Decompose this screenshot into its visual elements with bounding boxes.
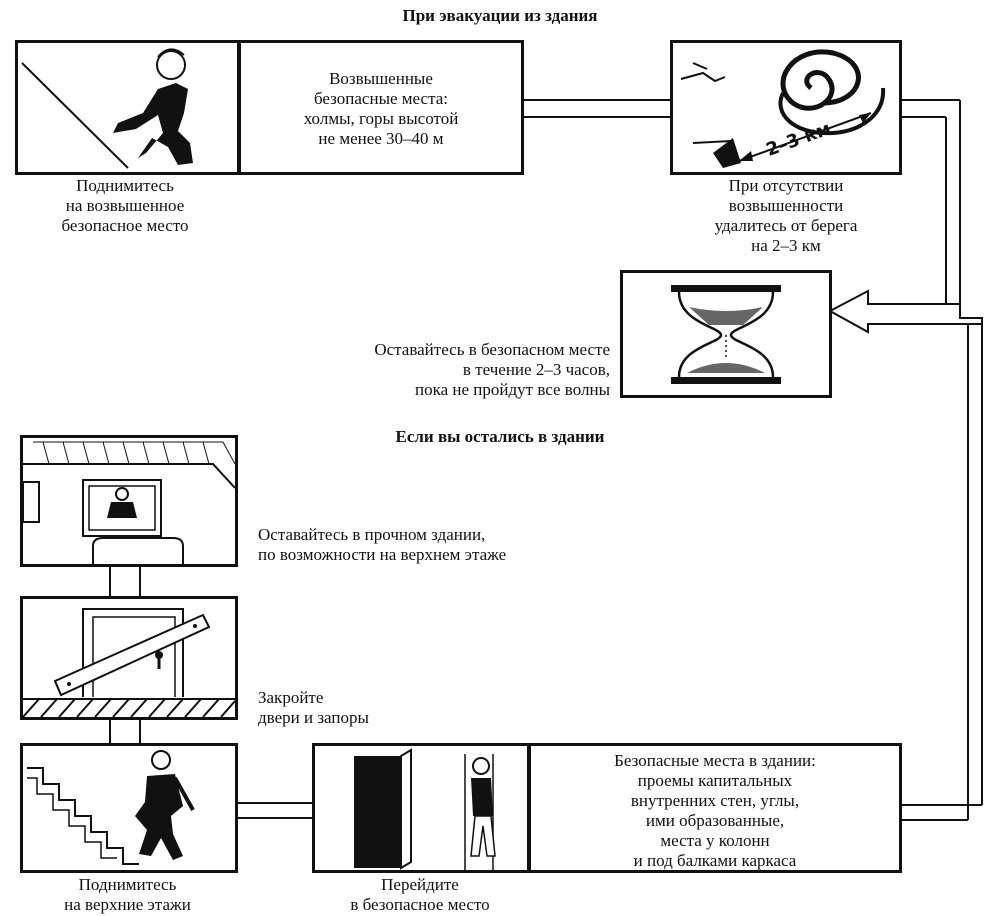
climb-upper-caption: Поднимитесь на верхние этажи — [5, 875, 250, 915]
person-stairs-icon — [27, 750, 195, 865]
wave-panel: 2–3 км — [670, 40, 902, 175]
text-line: безопасные места: — [314, 89, 448, 108]
caption-line: Поднимитесь — [76, 176, 174, 195]
person-climbing-slope-icon — [21, 48, 193, 169]
caption-line: Оставайтесь в прочном здании, — [258, 525, 486, 544]
building-window-icon — [22, 441, 236, 564]
caption-line: на возвышенное — [65, 196, 185, 215]
hourglass-panel — [620, 270, 832, 398]
no-hill-caption: При отсутствии возвышенности удалитесь о… — [650, 176, 922, 256]
safe-places-text: Безопасные места в здании: проемы капита… — [531, 751, 899, 871]
hourglass-icon — [671, 285, 781, 384]
text-line: проемы капитальных — [637, 771, 793, 790]
caption-line: пока не пройдут все волны — [415, 380, 610, 399]
door-panel — [20, 596, 238, 720]
caption-line: возвышенности — [728, 196, 844, 215]
text-line: места у колонн — [660, 831, 770, 850]
heading-evacuation: При эвакуации из здания — [402, 6, 598, 25]
caption-line: на 2–3 км — [751, 236, 821, 255]
text-line: Безопасные места в здании: — [614, 751, 816, 770]
high-places-panel: Возвышенные безопасные места: холмы, гор… — [238, 40, 524, 175]
text-line: холмы, горы высотой — [303, 109, 459, 128]
caption-line: удалитесь от берега — [714, 216, 858, 235]
high-places-text: Возвышенные безопасные места: холмы, гор… — [241, 69, 521, 149]
close-doors-caption: Закройте двери и запоры — [258, 688, 369, 728]
text-line: и под балками каркаса — [633, 851, 797, 870]
stairs-panel — [20, 743, 238, 873]
heading-stay-in-building: Если вы остались в здании — [395, 427, 605, 446]
doorway-panel — [312, 743, 530, 873]
climb-hill-panel — [15, 40, 240, 175]
text-line: не менее 30–40 м — [318, 129, 444, 148]
climb-high-caption: Поднимитесь на возвышенное безопасное ме… — [5, 176, 245, 236]
caption-line: Перейдите — [381, 875, 459, 894]
text-line: Возвышенные — [329, 69, 433, 88]
caption-line: в течение 2–3 часов, — [462, 360, 610, 379]
person-doorway-icon — [354, 748, 496, 870]
caption-line: по возможности на верхнем этаже — [258, 545, 507, 564]
caption-line: Оставайтесь в безопасном месте — [374, 340, 610, 359]
safe-places-panel: Безопасные места в здании: проемы капита… — [528, 743, 902, 873]
caption-line: Поднимитесь — [78, 875, 177, 894]
text-line: внутренних стен, углы, — [630, 791, 800, 810]
wave-spiral-icon — [680, 49, 886, 168]
building-panel — [20, 435, 238, 567]
strong-building-caption: Оставайтесь в прочном здании, по возможн… — [258, 525, 506, 565]
caption-line: в безопасное место — [350, 895, 490, 914]
stay-safe-caption: Оставайтесь в безопасном месте в течение… — [150, 340, 610, 400]
text-line: ими образованные, — [645, 811, 785, 830]
caption-line: При отсутствии — [728, 176, 844, 195]
caption-line: Закройте — [258, 688, 324, 707]
caption-line: на верхние этажи — [64, 895, 191, 914]
caption-line: двери и запоры — [258, 708, 369, 727]
caption-line: безопасное место — [61, 216, 189, 235]
go-safe-caption: Перейдите в безопасное место — [300, 875, 540, 915]
door-bar-icon — [22, 608, 236, 718]
